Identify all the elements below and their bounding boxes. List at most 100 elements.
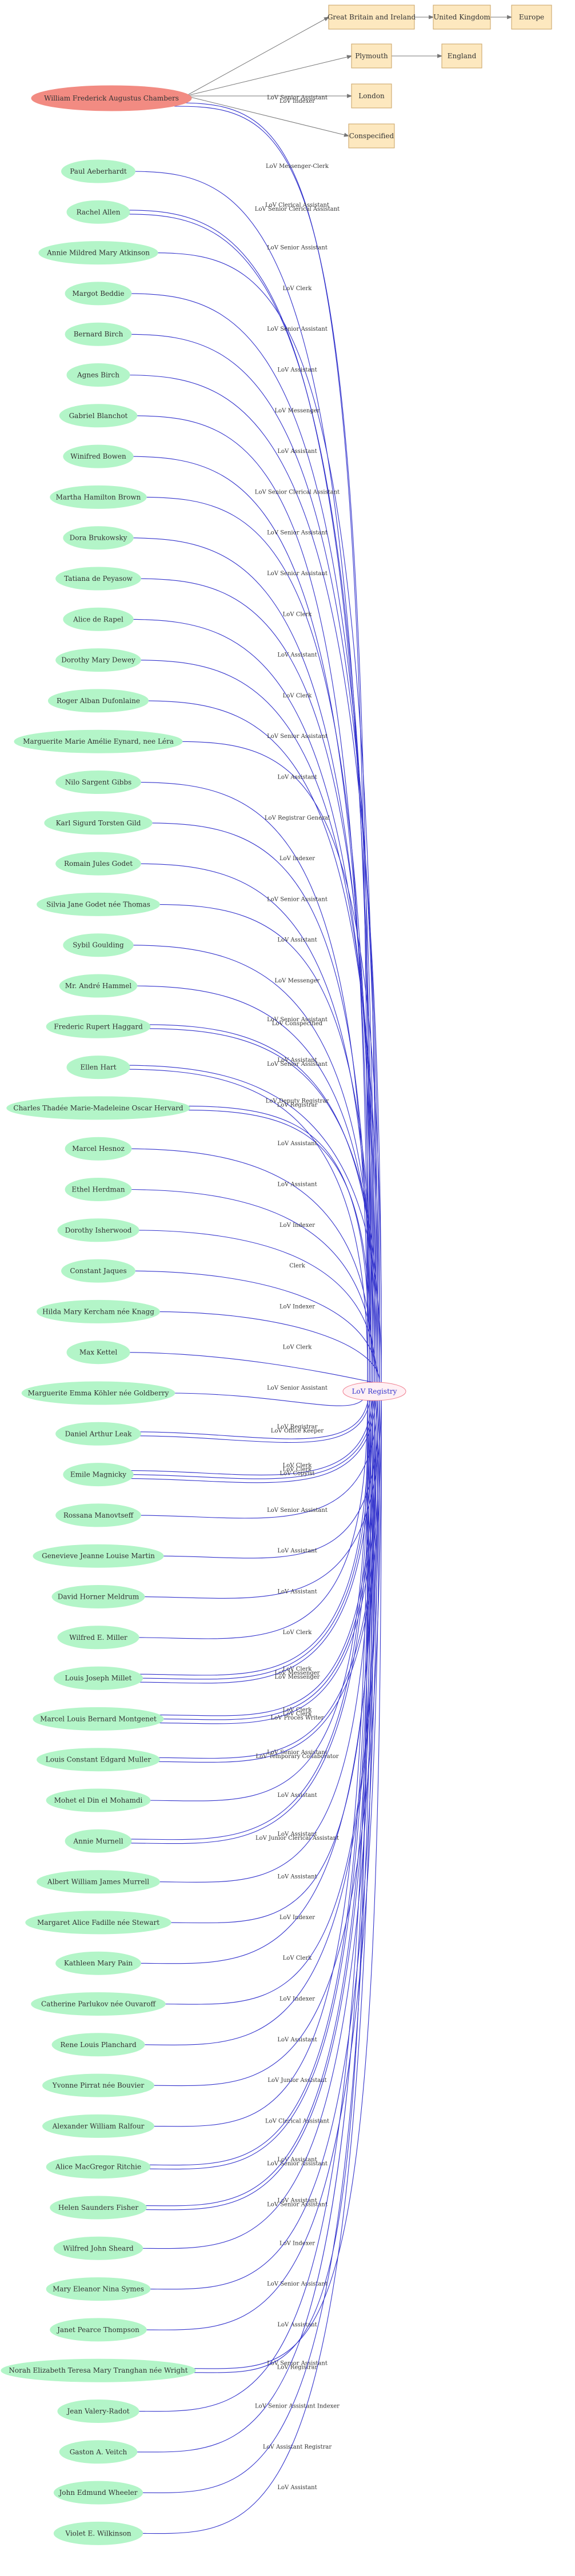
person-node[interactable]: Rossana Manovtseff xyxy=(55,1503,141,1527)
person-node[interactable]: Rene Louis Planchard xyxy=(51,2033,145,2057)
place-node-eu[interactable]: Europe xyxy=(511,5,552,30)
person-node[interactable]: Gabriel Blanchot xyxy=(59,404,138,428)
person-node[interactable]: Constant Jaques xyxy=(61,1259,135,1283)
person-node[interactable]: Charles Thadée Marie-Madeleine Oscar Her… xyxy=(6,1096,190,1120)
edge-norah-elizabeth-teresa-mary-tranghan-n-e-wright-1-label: LoV Registrar xyxy=(277,2365,318,2371)
edge-albert-william-james-murrell-0 xyxy=(153,1383,373,1883)
person-node[interactable]: Emile Magnicky xyxy=(63,1463,134,1487)
person-node[interactable]: Catherine Parlukov née Ouvaroff xyxy=(31,1992,166,2016)
person-node[interactable]: Mohet el Din el Mohamdi xyxy=(46,1788,151,1812)
edge-romain-jules-godet-0 xyxy=(134,863,372,1384)
person-node[interactable]: Tatiana de Peyasow xyxy=(55,567,141,591)
person-node[interactable]: Margaret Alice Fadille née Stewart xyxy=(25,1911,171,1935)
person-node[interactable]: Agnes Birch xyxy=(66,363,130,387)
person-node[interactable]: Alexander William Ralfour xyxy=(42,2114,154,2138)
edge-ellen-hart-1 xyxy=(122,1069,368,1384)
person-node[interactable]: Norah Elizabeth Teresa Mary Tranghan née… xyxy=(1,2358,196,2382)
person-node[interactable]: David Horner Meldrum xyxy=(51,1585,145,1608)
person-node[interactable]: Ethel Herdman xyxy=(65,1178,132,1201)
edge-david-horner-meldrum-0 xyxy=(137,1383,382,1599)
person-node[interactable]: Hilda Mary Kercham née Knagg xyxy=(37,1299,160,1323)
person-node[interactable]: Margot Beddie xyxy=(65,282,132,306)
person-node[interactable]: Romain Jules Godet xyxy=(55,852,141,876)
person-node[interactable]: Alice de Rapel xyxy=(63,607,134,631)
registry-node[interactable]: LoV Registry xyxy=(342,1382,406,1401)
person-node[interactable]: Genevieve Jeanne Louise Martin xyxy=(33,1544,164,1568)
person-node[interactable]: Rachel Allen xyxy=(66,200,130,224)
person-node[interactable]: Janet Pearce Thompson xyxy=(50,2318,147,2342)
person-node[interactable]: Bernard Birch xyxy=(65,322,132,346)
person-node[interactable]: Nilo Sargent Gibbs xyxy=(55,771,141,794)
person-node[interactable]: Marcel Louis Bernard Montgenet xyxy=(33,1707,164,1731)
edge-rachel-allen-0 xyxy=(122,210,373,1384)
edge-rachel-allen-0-label: LoV Clerical Assistant xyxy=(265,202,329,208)
person-node[interactable]: Kathleen Mary Pain xyxy=(55,1951,141,1975)
person-node[interactable]: Silvia Jane Godet née Thomas xyxy=(37,892,160,916)
place-node-gb[interactable]: Great Britain and Ireland xyxy=(328,5,416,30)
edge-mary-eleanor-nina-symes-0 xyxy=(143,1383,378,2290)
person-node[interactable]: Wilfred E. Miller xyxy=(57,1626,139,1650)
person-node[interactable]: Max Kettel xyxy=(66,1341,130,1365)
edge-alexander-william-ralfour-0-label: LoV Clerical Assistant xyxy=(265,2118,329,2124)
person-node[interactable]: Frederic Rupert Haggard xyxy=(46,1014,151,1038)
person-ellipse xyxy=(63,607,134,631)
person-ellipse xyxy=(46,2277,151,2301)
person-node[interactable]: Paul Aeberhardt xyxy=(61,159,135,183)
focus-ellipse xyxy=(31,85,192,111)
person-node[interactable]: Albert William James Murrell xyxy=(37,1870,160,1894)
edge-louis-constant-edgard-muller-0 xyxy=(153,1383,380,1759)
person-node[interactable]: Jean Valery-Radot xyxy=(57,2400,139,2423)
person-node[interactable]: Daniel Arthur Leak xyxy=(55,1422,141,1446)
person-node[interactable]: Winifred Bowen xyxy=(63,444,134,468)
edge-louis-joseph-millet-0 xyxy=(135,1383,370,1676)
person-node[interactable]: Dorothy Isherwood xyxy=(57,1218,139,1242)
person-name: Louis Joseph Millet xyxy=(65,1674,132,1682)
person-name: Violet E. Wilkinson xyxy=(65,2529,131,2537)
person-name: Silvia Jane Godet née Thomas xyxy=(46,900,150,908)
person-node[interactable]: Wilfred John Sheard xyxy=(53,2236,143,2260)
person-node[interactable]: Dora Brukowsky xyxy=(63,526,134,550)
person-name: Margaret Alice Fadille née Stewart xyxy=(37,1919,159,1927)
edge-louis-joseph-millet-1 xyxy=(135,1383,372,1680)
person-node[interactable]: Yvonne Pirrat née Bouvier xyxy=(42,2073,154,2097)
person-node[interactable]: Marcel Hesnoz xyxy=(65,1137,132,1161)
person-node[interactable]: Gaston A. Veitch xyxy=(59,2440,138,2464)
person-node[interactable]: Marguerite Marie Amélie Eynard, nee Léra xyxy=(14,729,183,753)
person-name: Karl Sigurd Torsten Gild xyxy=(56,819,141,827)
person-node[interactable]: Ellen Hart xyxy=(66,1056,130,1080)
edge-focus-registry-1-label: LoV Indexer xyxy=(279,98,315,105)
person-node[interactable]: John Edmund Wheeler xyxy=(53,2481,143,2505)
place-node-eng[interactable]: England xyxy=(441,43,482,69)
edge-marcel-louis-bernard-montgenet-0-label: LoV Clerk xyxy=(283,1707,313,1713)
edge-winifred-bowen-0 xyxy=(126,456,370,1384)
person-node[interactable]: Karl Sigurd Torsten Gild xyxy=(44,811,153,835)
person-name: Helen Saunders Fisher xyxy=(58,2204,139,2212)
place-node-cons[interactable]: Conspecified xyxy=(348,123,395,149)
person-node[interactable]: Roger Alban Dufonlaine xyxy=(47,689,149,713)
person-node[interactable]: Dorothy Mary Dewey xyxy=(55,648,141,672)
edge-emile-magnicky-1-label: LoV Clerk xyxy=(283,1467,313,1473)
edge-yvonne-pirrat-n-e-bouvier-0 xyxy=(147,1383,382,2087)
place-node-ply[interactable]: Plymouth xyxy=(351,43,392,69)
person-name: Catherine Parlukov née Ouvaroff xyxy=(41,2000,156,2008)
edge-wilfred-e-miller-0-label: LoV Clerk xyxy=(283,1630,313,1636)
person-node[interactable]: Annie Mildred Mary Atkinson xyxy=(38,241,158,265)
person-node[interactable]: Violet E. Wilkinson xyxy=(53,2521,143,2545)
place-node-uk[interactable]: United Kingdom xyxy=(433,5,491,30)
person-node[interactable]: Louis Constant Edgard Muller xyxy=(37,1748,160,1772)
person-node[interactable]: Helen Saunders Fisher xyxy=(50,2196,147,2220)
person-node[interactable]: Marguerite Emma Köhler née Goldberry xyxy=(21,1381,175,1405)
person-node[interactable]: Mary Eleanor Nina Symes xyxy=(46,2277,151,2301)
person-ellipse xyxy=(66,1056,130,1080)
person-ellipse xyxy=(55,852,141,876)
place-node-lon[interactable]: London xyxy=(351,83,392,109)
person-node[interactable]: Martha Hamilton Brown xyxy=(50,485,147,509)
person-node[interactable]: Mr. André Hammel xyxy=(59,974,138,998)
focus-person-node[interactable]: William Frederick Augustus Chambers xyxy=(31,85,192,111)
person-node[interactable]: Sybil Goulding xyxy=(63,933,134,957)
person-node[interactable]: Alice MacGregor Ritchie xyxy=(46,2155,151,2179)
person-node[interactable]: Annie Murnell xyxy=(65,1829,132,1853)
person-node[interactable]: Louis Joseph Millet xyxy=(53,1666,143,1690)
person-ellipse xyxy=(50,2196,147,2220)
person-name: Dorothy Mary Dewey xyxy=(61,656,135,664)
